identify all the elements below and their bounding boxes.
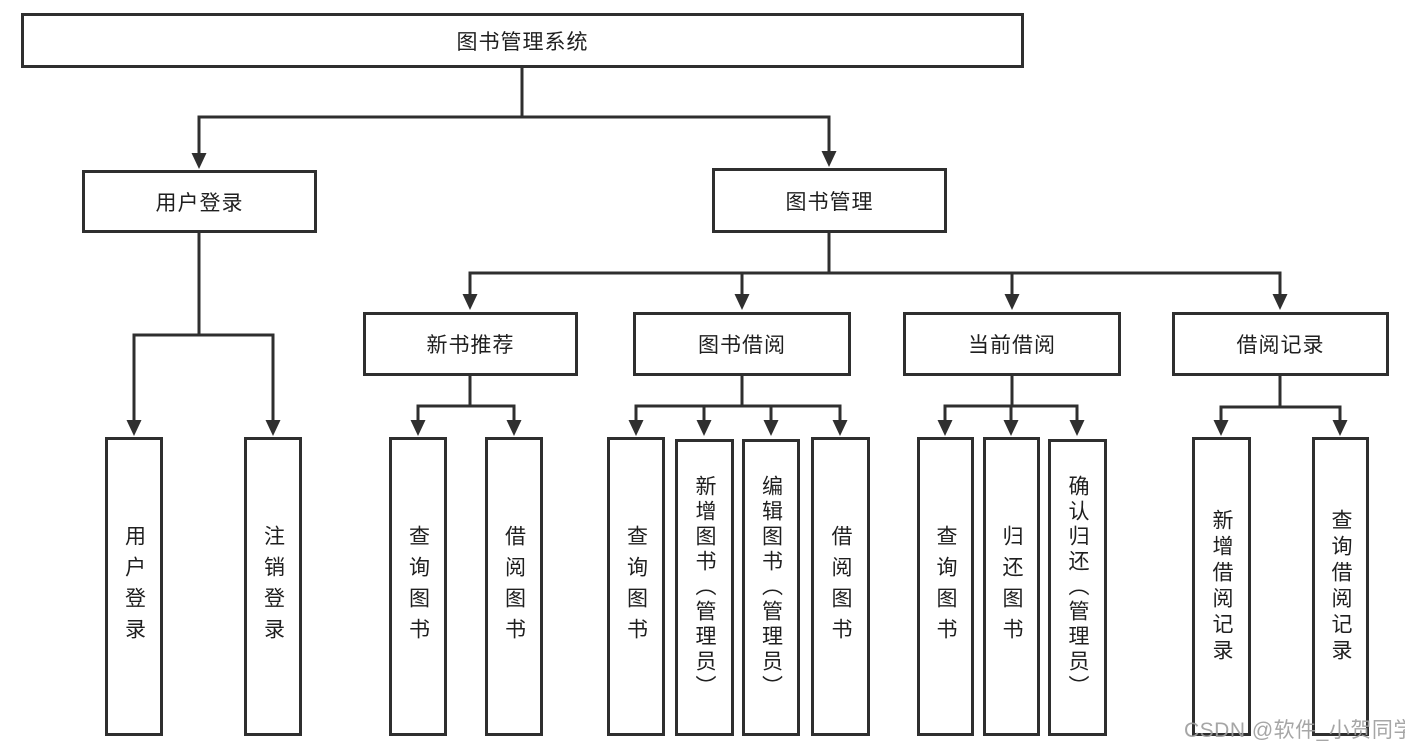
leaf-user-login-label: 用户登录 [122, 524, 146, 649]
leaf-nbr-borrow-books: 借阅图书 [485, 437, 543, 736]
connector-currentborrow-children [937, 374, 1085, 436]
leaf-bb-add-books-admin: 新增图书（管理员） [675, 439, 734, 736]
leaf-br-query-record: 查询借阅记录 [1312, 437, 1369, 736]
node-borrowing-records-label: 借阅记录 [1236, 334, 1325, 357]
leaf-cb-query-books-label: 查询图书 [934, 524, 957, 649]
leaf-bb-borrow-books: 借阅图书 [811, 437, 870, 736]
leaf-user-login: 用户登录 [105, 437, 163, 736]
node-root: 图书管理系统 [21, 13, 1024, 68]
node-user-login-label: 用户登录 [155, 191, 244, 215]
leaf-cb-query-books: 查询图书 [917, 437, 974, 736]
leaf-bb-borrow-books-label: 借阅图书 [829, 524, 852, 649]
leaf-cb-return-books: 归还图书 [983, 437, 1040, 736]
leaf-cb-confirm-return-admin-label: 确认归还（管理员） [1066, 475, 1089, 700]
node-current-borrowing-label: 当前借阅 [968, 334, 1056, 357]
leaf-bb-edit-books-admin-label: 编辑图书（管理员） [759, 475, 783, 700]
connector-newbookrec-children [410, 374, 522, 436]
leaf-bb-edit-books-admin: 编辑图书（管理员） [742, 439, 800, 736]
leaf-br-add-record-label: 新增借阅记录 [1210, 508, 1233, 665]
leaf-logout-label: 注销登录 [261, 524, 285, 649]
node-new-book-recommendation: 新书推荐 [363, 312, 578, 376]
leaf-bb-query-books-label: 查询图书 [624, 524, 648, 649]
leaf-cb-confirm-return-admin: 确认归还（管理员） [1048, 439, 1107, 736]
node-new-book-recommendation-label: 新书推荐 [426, 334, 515, 357]
leaf-bb-add-books-admin-label: 新增图书（管理员） [693, 475, 716, 700]
leaf-nbr-borrow-books-label: 借阅图书 [502, 524, 526, 649]
connector-borrowrecord-children [1213, 374, 1348, 436]
leaf-nbr-query-books: 查询图书 [389, 437, 447, 736]
node-user-login: 用户登录 [82, 170, 317, 233]
connector-bookborrow-children [628, 374, 848, 436]
csdn-watermark: CSDN @软件_小贺同学 [1184, 719, 1405, 742]
node-book-borrowing-label: 图书借阅 [698, 334, 786, 357]
node-book-management: 图书管理 [712, 168, 947, 233]
connector-bookmgmt-children [462, 231, 1288, 310]
leaf-bb-query-books: 查询图书 [607, 437, 665, 736]
leaf-nbr-query-books-label: 查询图书 [406, 524, 430, 649]
leaf-br-query-record-label: 查询借阅记录 [1329, 508, 1352, 665]
node-root-label: 图书管理系统 [456, 30, 589, 54]
connector-userlogin-children [126, 231, 281, 436]
node-borrowing-records: 借阅记录 [1172, 312, 1389, 376]
node-book-management-label: 图书管理 [785, 190, 874, 214]
connector-root-to-level2 [191, 66, 837, 169]
leaf-br-add-record: 新增借阅记录 [1192, 437, 1251, 736]
node-current-borrowing: 当前借阅 [903, 312, 1121, 376]
leaf-cb-return-books-label: 归还图书 [1000, 524, 1023, 649]
leaf-logout: 注销登录 [244, 437, 302, 736]
node-book-borrowing: 图书借阅 [633, 312, 851, 376]
